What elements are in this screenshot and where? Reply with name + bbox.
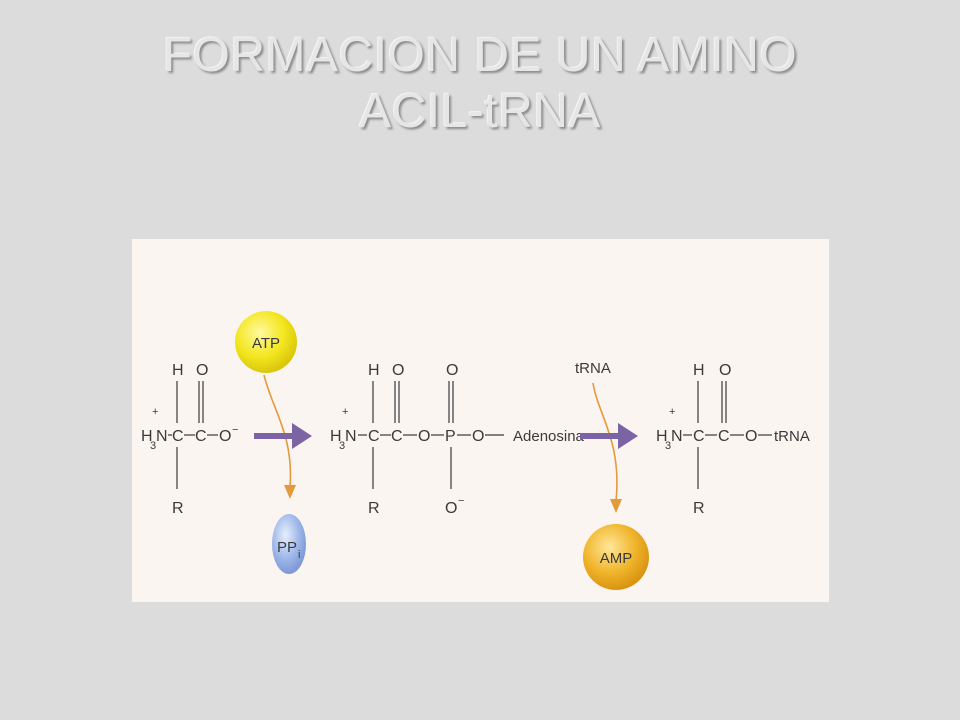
ppi-ellipse [272,514,306,574]
atp-circle [235,311,297,373]
atom-n: N [345,428,357,445]
atom-r: R [368,500,380,517]
reaction-arrow-1-shaft [254,433,294,439]
ppi-subscript: i [298,549,300,561]
atom-o-top: O [719,362,731,379]
atp-label: ATP [252,335,280,352]
atom-o-minus: O [219,428,231,445]
atom-o-bottom: O [445,500,457,517]
title-line-2: ACIL-tRNA [359,85,601,138]
ppi-label: PP [277,539,297,556]
reaction-arrow-2-head [618,423,638,449]
atom-o1: O [418,428,430,445]
aminoacyl-trna-molecule: H O + H 3 N C C O tRNA R [656,362,810,517]
atom-c2: C [195,428,207,445]
charge-plus: + [342,406,348,418]
charge-plus: + [152,406,158,418]
atom-o-top-2: O [446,362,458,379]
subscript-3: 3 [665,440,671,452]
atom-h: H [368,362,380,379]
subscript-3: 3 [339,440,345,452]
atom-c1: C [172,428,184,445]
atp-reagent: ATP [235,311,297,373]
atom-o2: O [472,428,484,445]
atom-o-top: O [196,362,208,379]
title-line-1: FORMACION DE UN AMINO [162,29,798,82]
charge-minus: − [458,495,464,507]
amp-circle [583,524,649,590]
reaction-figure: H O + H 3 N C C O − R ATP [132,239,829,602]
atom-o-top: O [392,362,404,379]
atom-h3: H [330,428,342,445]
charge-minus: − [232,424,238,436]
atom-p: P [445,428,456,445]
charge-plus: + [669,406,675,418]
side-arrow-head-2 [610,499,622,513]
reaction-arrow-1-head [292,423,312,449]
side-arrow-atp-ppi [263,374,292,488]
side-arrow-trna-amp [592,382,618,502]
atom-n: N [156,428,168,445]
side-arrow-head-1 [284,485,296,499]
atom-r: R [693,500,705,517]
atom-o: O [745,428,757,445]
trna-reagent-label: tRNA [575,360,611,377]
amino-acid-molecule: H O + H 3 N C C O − R [141,362,238,517]
atom-h3: H [141,428,153,445]
atom-h: H [693,362,705,379]
ppi-product: PP i [272,514,306,574]
atom-c2: C [718,428,730,445]
aminoacyl-adenylate-molecule: H O O + H 3 N C C O P O Adenosina [330,362,585,517]
atom-c1: C [368,428,380,445]
reaction-arrow-2-shaft [580,433,620,439]
amp-label: AMP [600,550,633,567]
atom-c2: C [391,428,403,445]
amp-product: AMP [583,524,649,590]
atom-r: R [172,500,184,517]
atom-n: N [671,428,683,445]
atom-c1: C [693,428,705,445]
adenosine-label: Adenosina [513,428,585,445]
atom-h: H [172,362,184,379]
reaction-diagram: H O + H 3 N C C O − R ATP [141,311,810,590]
atom-h3: H [656,428,668,445]
trna-label: tRNA [774,428,810,445]
subscript-3: 3 [150,440,156,452]
slide-title: FORMACION DE UN AMINO ACIL-tRNA [0,28,960,140]
